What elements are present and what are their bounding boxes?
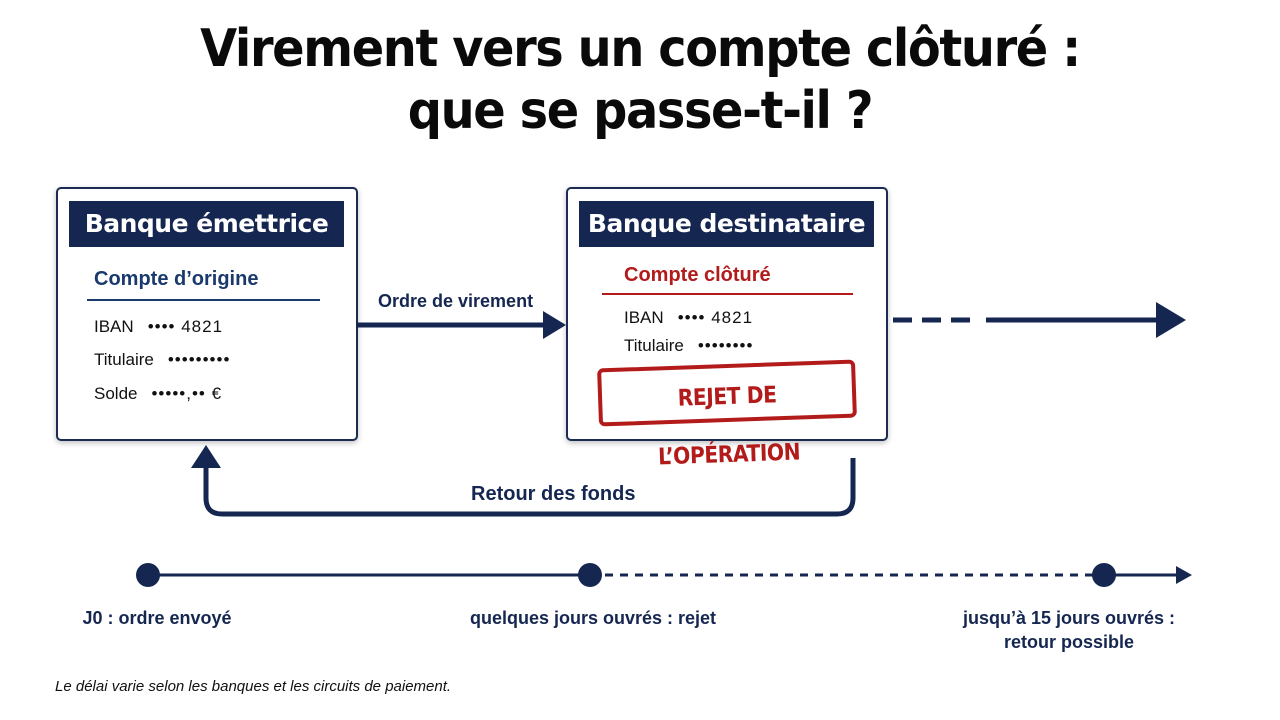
receiver-row-iban: IBAN •••• 4821	[624, 308, 753, 328]
sender-row-balance: Solde •••••,•• €	[94, 384, 222, 404]
sender-bank-header: Banque émettrice	[69, 201, 344, 247]
timeline-label-return-line2: retour possible	[1003, 632, 1135, 652]
sender-account-title: Compte d’origine	[94, 268, 259, 290]
closed-account-divider	[602, 293, 853, 295]
sender-holder-label: Titulaire	[94, 350, 154, 369]
title-line-2: que se passe-t-il ?	[407, 81, 874, 141]
closed-account-title: Compte clôturé	[624, 264, 771, 286]
timeline-label-rejection: quelques jours ouvrés : rejet	[469, 608, 717, 628]
timeline-dot-j0	[136, 563, 160, 587]
receiver-holder-value: ••••••••	[697, 336, 754, 355]
return-funds-label: Retour des fonds	[471, 483, 636, 505]
page-title: Virement vers un compte clôturé : que se…	[51, 18, 1229, 142]
timeline-label-return-line1: jusqu’à 15 jours ouvrés :	[962, 608, 1176, 628]
receiver-row-holder: Titulaire ••••••••	[624, 336, 753, 356]
sender-row-holder: Titulaire •••••••••	[94, 350, 230, 370]
timeline-dot-rejection	[578, 563, 602, 587]
sender-holder-value: •••••••••	[167, 350, 231, 369]
return-funds-arrow	[191, 445, 856, 517]
timeline-dot-return	[1092, 563, 1116, 587]
receiver-iban-value: •••• 4821	[677, 308, 754, 327]
footnote: Le délai varie selon les banques et les …	[55, 678, 452, 695]
transfer-order-arrow	[356, 311, 566, 339]
forward-dashed-arrow	[893, 302, 1186, 338]
timeline-label-j0: J0 : ordre envoyé	[82, 608, 232, 628]
sender-iban-label: IBAN	[94, 317, 134, 336]
timeline-axis	[136, 563, 1192, 587]
title-line-1: Virement vers un compte clôturé :	[200, 19, 1081, 79]
sender-row-iban: IBAN •••• 4821	[94, 317, 223, 337]
receiver-holder-label: Titulaire	[624, 336, 684, 355]
sender-account-divider	[87, 299, 320, 301]
receiver-bank-header: Banque destinataire	[579, 201, 874, 247]
timeline-label-return: jusqu’à 15 jours ouvrés : retour possibl…	[944, 606, 1194, 654]
transfer-order-label: Ordre de virement	[378, 291, 534, 311]
receiver-iban-label: IBAN	[624, 308, 664, 327]
sender-balance-label: Solde	[94, 384, 138, 403]
sender-balance-value: •••••,•• €	[151, 384, 223, 403]
sender-iban-value: •••• 4821	[147, 317, 224, 336]
